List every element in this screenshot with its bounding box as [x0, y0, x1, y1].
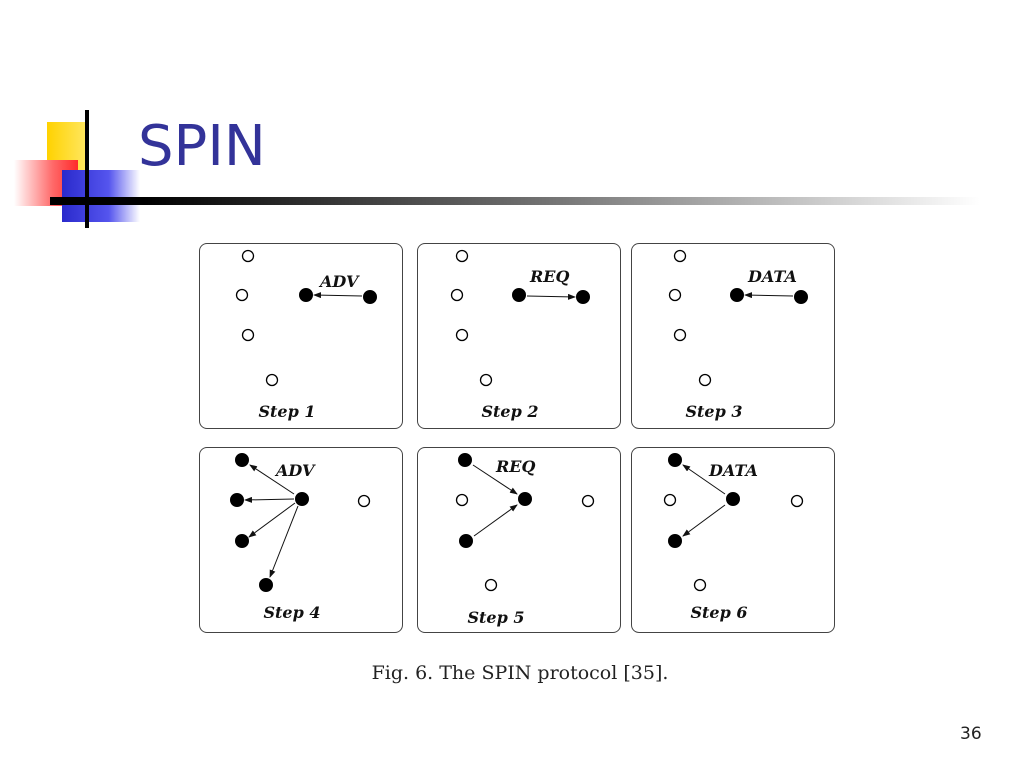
panel-step-1 — [199, 243, 403, 429]
slide-template-logo — [14, 110, 140, 228]
slide-page-number: 36 — [960, 724, 982, 744]
logo-blue-square — [62, 170, 140, 222]
figure-caption: Fig. 6. The SPIN protocol [35]. — [371, 662, 669, 684]
step-label-6: Step 6 — [690, 603, 748, 622]
panel-step-2 — [417, 243, 621, 429]
step-label-1: Step 1 — [258, 402, 316, 421]
logo-vertical-bar — [85, 110, 89, 228]
title-underline — [50, 197, 980, 205]
step-label-5: Step 5 — [467, 608, 525, 627]
panel-step-3 — [631, 243, 835, 429]
panel-step-5 — [417, 447, 621, 633]
panel-step-6 — [631, 447, 835, 633]
panel-step-4 — [199, 447, 403, 633]
slide-title: SPIN — [138, 114, 266, 179]
step-label-3: Step 3 — [685, 402, 743, 421]
step-label-2: Step 2 — [481, 402, 539, 421]
step-label-4: Step 4 — [263, 603, 321, 622]
